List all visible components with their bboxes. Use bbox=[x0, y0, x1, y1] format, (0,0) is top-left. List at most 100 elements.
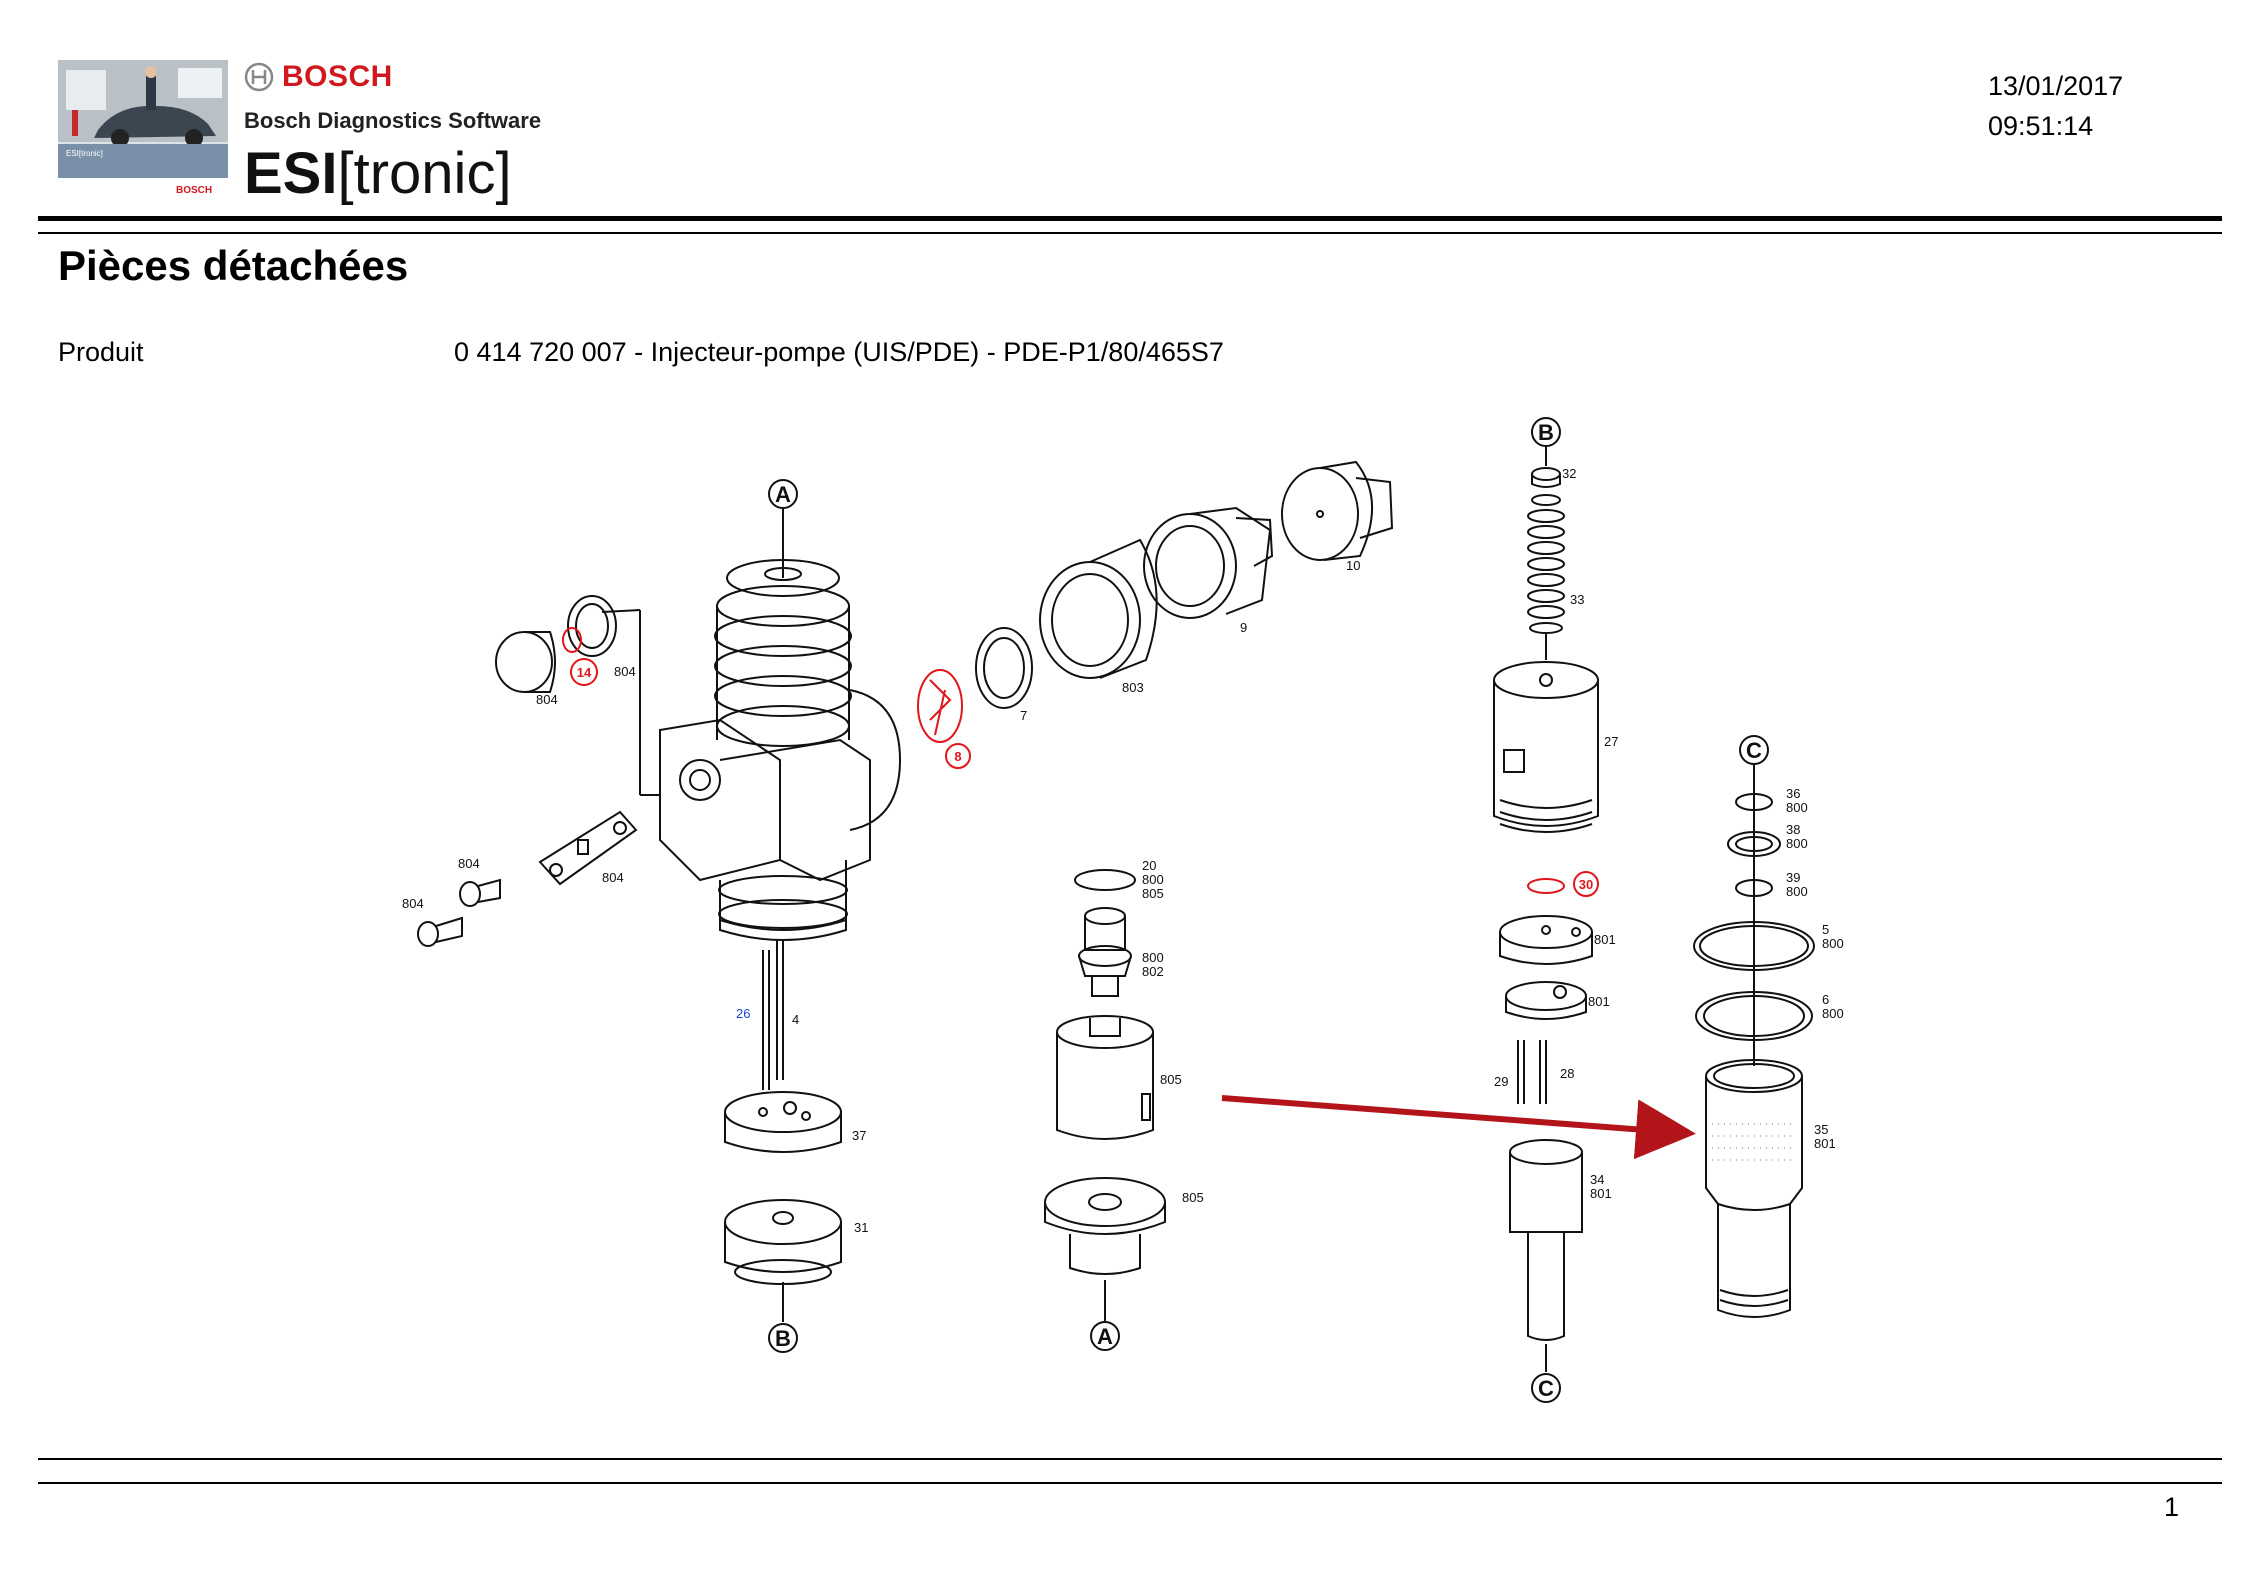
callout-20: 20 bbox=[1142, 858, 1156, 873]
cap-10 bbox=[1281, 460, 1394, 561]
callout-38-800: 800 bbox=[1786, 836, 1808, 851]
callout-33: 33 bbox=[1570, 592, 1584, 607]
bosch-armature-icon bbox=[244, 62, 274, 92]
bosch-logo: BOSCH bbox=[244, 60, 393, 94]
disc-37 bbox=[724, 1091, 842, 1153]
callout-9: 9 bbox=[1240, 620, 1247, 635]
callout-805b: 805 bbox=[1182, 1190, 1204, 1205]
callout-28: 28 bbox=[1560, 1066, 1574, 1081]
callout-804a: 804 bbox=[614, 664, 636, 679]
pump-spring bbox=[714, 559, 852, 747]
bracket-plate bbox=[538, 810, 638, 886]
brand-name: BOSCH bbox=[282, 60, 393, 93]
seal-30 bbox=[1527, 871, 1599, 897]
marker-c-bottom: C bbox=[1531, 1373, 1561, 1403]
callout-20-800: 800 bbox=[1142, 872, 1164, 887]
nut-803 bbox=[1039, 538, 1158, 679]
footer-divider bbox=[38, 1458, 2222, 1460]
highlight-arrow bbox=[1221, 1095, 1696, 1160]
callout-20-805: 805 bbox=[1142, 886, 1164, 901]
svg-text:A: A bbox=[775, 482, 791, 507]
header-divider-thin bbox=[38, 232, 2222, 234]
callout-27: 27 bbox=[1604, 734, 1618, 749]
part-31 bbox=[724, 1199, 842, 1322]
callout-37: 37 bbox=[852, 1128, 866, 1143]
software-name: Bosch Diagnostics Software bbox=[244, 108, 542, 133]
callout-4: 4 bbox=[792, 1012, 799, 1027]
product-logo-bold: ESI bbox=[244, 141, 338, 206]
oring-20 bbox=[1074, 869, 1136, 891]
callout-14: 14 bbox=[577, 665, 592, 680]
callout-803: 803 bbox=[1122, 680, 1144, 695]
callout-31: 31 bbox=[854, 1220, 868, 1235]
callout-36: 36 bbox=[1786, 786, 1800, 801]
product-label: Produit bbox=[58, 337, 144, 367]
callout-34: 34 bbox=[1590, 1172, 1604, 1187]
svg-text:B: B bbox=[1538, 420, 1554, 445]
nozzle-nut-35 bbox=[1705, 1059, 1803, 1318]
rings-36-38-39 bbox=[1727, 793, 1781, 897]
callout-6: 6 bbox=[1822, 992, 1829, 1007]
page-number: 1 bbox=[2164, 1492, 2180, 1522]
photo-card-label: ESI[tronic] bbox=[66, 149, 103, 158]
header-divider bbox=[38, 216, 2222, 221]
product-logo: ESI[tronic] bbox=[244, 140, 512, 207]
seal-14 bbox=[562, 627, 598, 686]
print-datetime: 13/01/2017 09:51:14 bbox=[1988, 66, 2123, 146]
callout-7: 7 bbox=[1020, 708, 1027, 723]
callout-38: 38 bbox=[1786, 822, 1800, 837]
rods-26-4 bbox=[762, 940, 784, 1090]
header-photo: ESI[tronic] BOSCH bbox=[58, 60, 228, 200]
callout-34-801: 801 bbox=[1590, 1186, 1612, 1201]
pump-body bbox=[639, 610, 902, 941]
marker-b-top: B bbox=[1531, 417, 1561, 466]
callout-802: 802 bbox=[1142, 964, 1164, 979]
page-title: Pièces détachées bbox=[58, 242, 409, 289]
screw-upper bbox=[459, 878, 501, 907]
washer-7 bbox=[975, 627, 1033, 709]
cap-32 bbox=[1531, 467, 1561, 488]
print-time: 09:51:14 bbox=[1988, 111, 2094, 141]
holder-27 bbox=[1493, 661, 1599, 833]
photo-card-brand: BOSCH bbox=[176, 185, 212, 196]
callout-801a: 801 bbox=[1594, 932, 1616, 947]
callout-801b: 801 bbox=[1588, 994, 1610, 1009]
plate-801a bbox=[1499, 915, 1593, 965]
callout-5-800: 800 bbox=[1822, 936, 1844, 951]
screw-lower bbox=[417, 916, 463, 947]
product-value: 0 414 720 007 - Injecteur-pompe (UIS/PDE… bbox=[454, 337, 1224, 367]
brand-block: BOSCH Bosch Diagnostics Software ESI[tro… bbox=[244, 60, 541, 206]
marker-a-top: A bbox=[768, 479, 798, 578]
callout-39-800: 800 bbox=[1786, 884, 1808, 899]
workshop-photo: ESI[tronic] BOSCH bbox=[58, 60, 228, 200]
pins-29-28 bbox=[1517, 1040, 1547, 1104]
part-8 bbox=[917, 669, 971, 769]
callout-10: 10 bbox=[1346, 558, 1360, 573]
spring-33 bbox=[1527, 494, 1565, 660]
callout-35: 35 bbox=[1814, 1122, 1828, 1137]
callout-804b: 804 bbox=[536, 692, 558, 707]
callout-804c: 804 bbox=[602, 870, 624, 885]
callout-804e: 804 bbox=[402, 896, 424, 911]
plate-801b bbox=[1505, 981, 1587, 1020]
callout-5: 5 bbox=[1822, 922, 1829, 937]
callout-6-800: 800 bbox=[1822, 1006, 1844, 1021]
valve-stack bbox=[1078, 907, 1132, 997]
print-date: 13/01/2017 bbox=[1988, 71, 2124, 101]
svg-text:C: C bbox=[1746, 738, 1762, 763]
callout-804d: 804 bbox=[458, 856, 480, 871]
svg-text:C: C bbox=[1538, 1376, 1554, 1401]
callout-36-800: 800 bbox=[1786, 800, 1808, 815]
marker-a-bottom: A bbox=[1090, 1321, 1120, 1351]
callout-39: 39 bbox=[1786, 870, 1800, 885]
svg-text:B: B bbox=[775, 1326, 791, 1351]
plug-804 bbox=[495, 595, 641, 693]
callout-8: 8 bbox=[954, 749, 961, 764]
callout-805a: 805 bbox=[1160, 1072, 1182, 1087]
rings-5-6 bbox=[1693, 921, 1815, 1041]
callout-29: 29 bbox=[1494, 1074, 1508, 1089]
callout-35-801: 801 bbox=[1814, 1136, 1836, 1151]
marker-b-bottom: B bbox=[768, 1323, 798, 1353]
nozzle-34 bbox=[1509, 1139, 1583, 1372]
